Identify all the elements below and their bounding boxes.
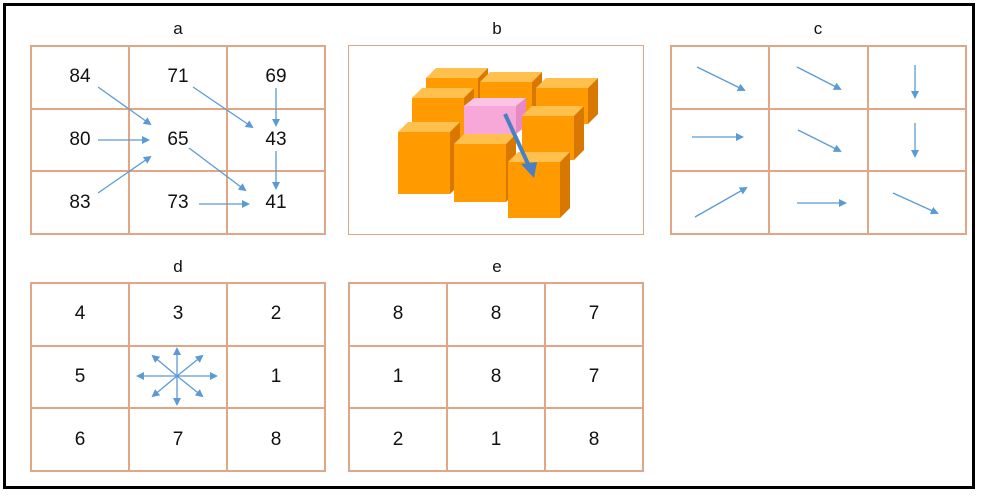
- grid-cell-d-4: 5: [31, 345, 129, 409]
- panel-label-e: e: [492, 257, 502, 276]
- panel-label-b: b: [492, 19, 502, 38]
- arrow-down-right-icon: [796, 66, 842, 90]
- grid-cell-e-2: 8: [447, 283, 545, 346]
- grid-cell-d-5: [129, 345, 227, 409]
- grid-cell-a-8: 73: [129, 171, 227, 234]
- grid-cell-c-2: [769, 46, 868, 109]
- grid-cell-c-4: [671, 108, 770, 172]
- grid-cell-e-4: 1: [349, 345, 447, 409]
- grid-cell-e-9: 8: [545, 408, 643, 471]
- grid-cell-d-9: 8: [227, 408, 325, 471]
- panel-label-c: c: [813, 19, 823, 38]
- arrow-65-to-41: [188, 147, 247, 192]
- grid-cell-c-6: [867, 108, 966, 172]
- panel-label-a: a: [173, 19, 183, 38]
- grid-cell-d-6: 1: [227, 345, 325, 409]
- arrow-84-to-65: [97, 86, 152, 126]
- grid-cell-e-1: 8: [349, 283, 447, 346]
- grid-cell-c-5: [769, 108, 868, 172]
- grid-cell-e-5: 8: [447, 345, 545, 409]
- grid-cell-a-1: 84: [31, 46, 129, 109]
- arrow-71-to-43: [192, 86, 254, 129]
- grid-cell-d-8: 7: [129, 408, 227, 471]
- grid-cell-c-8: [769, 171, 868, 234]
- grid-cell-c-3: [867, 46, 966, 109]
- panel-a-grid: 84 71 69 80 65 43 83 73 41: [30, 45, 326, 235]
- grid-cell-e-7: 2: [349, 408, 447, 471]
- grid-cell-e-6: 7: [545, 345, 643, 409]
- arrow-up-right-icon: [694, 187, 748, 218]
- grid-cell-d-1: 4: [31, 283, 129, 346]
- arrow-down-right-icon: [797, 129, 842, 152]
- arrow-83-to-65: [97, 155, 152, 194]
- grid-cell-d-3: 2: [227, 283, 325, 346]
- panel-label-d: d: [173, 257, 183, 276]
- grid-cell-a-7: 83: [31, 171, 129, 234]
- grid-cell-c-7: [671, 171, 770, 234]
- panel-e-grid: 8 8 7 1 8 7 2 1 8: [348, 282, 644, 472]
- grid-cell-d-7: 6: [31, 408, 129, 471]
- flow-direction-arrow: [503, 113, 537, 178]
- grid-cell-e-8: 1: [447, 408, 545, 471]
- grid-cell-c-9: [867, 171, 966, 234]
- grid-cell-d-2: 3: [129, 283, 227, 346]
- cube-illustration: [398, 68, 598, 218]
- arrow-down-right-icon: [892, 192, 939, 215]
- grid-cell-a-2: 71: [129, 46, 227, 109]
- grid-cell-e-3: 7: [545, 283, 643, 346]
- arrow-down-right-icon: [696, 66, 746, 91]
- panel-c-grid: [670, 45, 967, 235]
- grid-cell-c-1: [671, 46, 770, 109]
- panel-d-grid: 4 3 2 5 1 6 7 8: [30, 282, 326, 472]
